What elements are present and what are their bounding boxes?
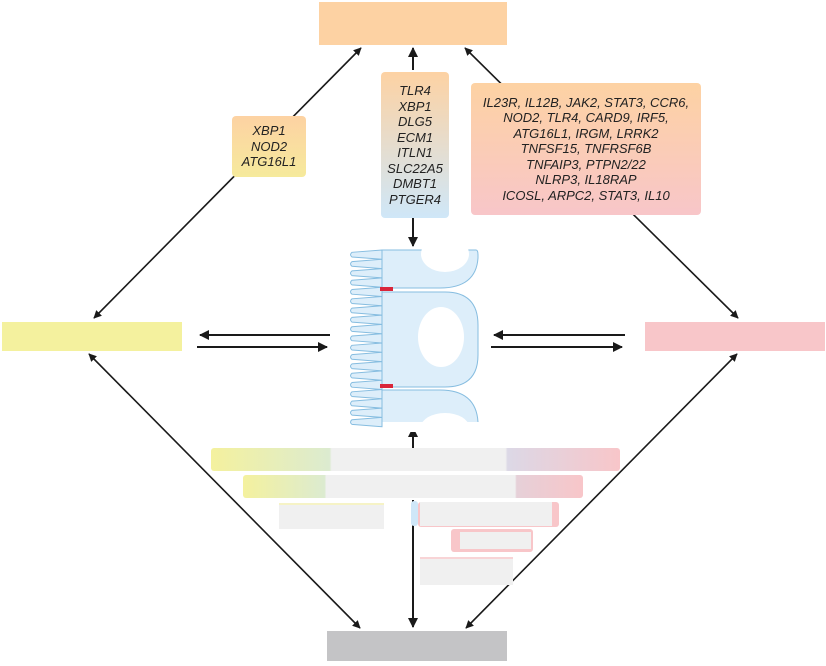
gene-box-left: XBP1 NOD2 ATG16L1 [232,116,306,177]
epithelium [350,236,482,441]
gene-label: ATG16L1 [241,154,297,170]
microvilli [350,249,383,428]
lower-row-4 [451,529,533,552]
cell-nucleus-top [421,236,469,272]
gene-label: DLG5 [398,114,432,129]
left-node [2,322,182,351]
lower-row-3-right [418,502,559,527]
tight-junction-upper [380,287,393,291]
cell-nucleus-middle [418,307,464,367]
gene-label: XBP1 [252,123,286,139]
right-node [645,322,825,351]
top-node [319,2,507,45]
gene-box-right: IL23R, IL12B, JAK2, STAT3, CCR6, NOD2, T… [471,83,701,215]
gene-label: TNFSF15, TNFRSF6B [520,141,652,157]
lower-row-3-right-inner [420,502,552,526]
gene-label: XBP1 [398,98,432,114]
arrow-left-to-top [93,47,362,319]
lower-row-3-left [279,503,384,529]
lower-row-4-inner [460,532,531,549]
lower-row-5 [420,557,513,585]
gene-label: DMBT1 [392,176,438,191]
gene-label: ITLN1 [397,145,433,160]
gene-label: PTGER4 [388,191,441,207]
gene-label: NOD2, TLR4, CARD9, IRF5, [503,110,669,126]
tight-junction-lower [380,384,393,388]
gene-label: TLR4 [399,83,431,98]
gene-label: SLC22A5 [387,160,443,176]
lower-row-3-marker [411,501,418,526]
gene-label: ECM1 [396,129,434,145]
bottom-node [327,631,507,661]
gene-label: IL23R, IL12B, JAK2, STAT3, CCR6, [482,94,690,110]
gene-label: ATG16L1, IRGM, LRRK2 [513,125,659,141]
gene-label: ICOSL, ARPC2, STAT3, IL10 [502,187,670,203]
lower-row-2 [243,475,583,498]
gene-label: TNFAIP3, PTPN2/22 [526,156,646,172]
arrow-bottom-to-left [88,353,361,629]
gene-label: NOD2 [250,138,288,154]
lower-row-1 [211,448,620,471]
gene-label: NLRP3, IL18RAP [535,172,637,188]
gene-box-center: TLR4 XBP1 DLG5 ECM1 ITLN1 SLC22A5 DMBT1 … [381,72,449,218]
